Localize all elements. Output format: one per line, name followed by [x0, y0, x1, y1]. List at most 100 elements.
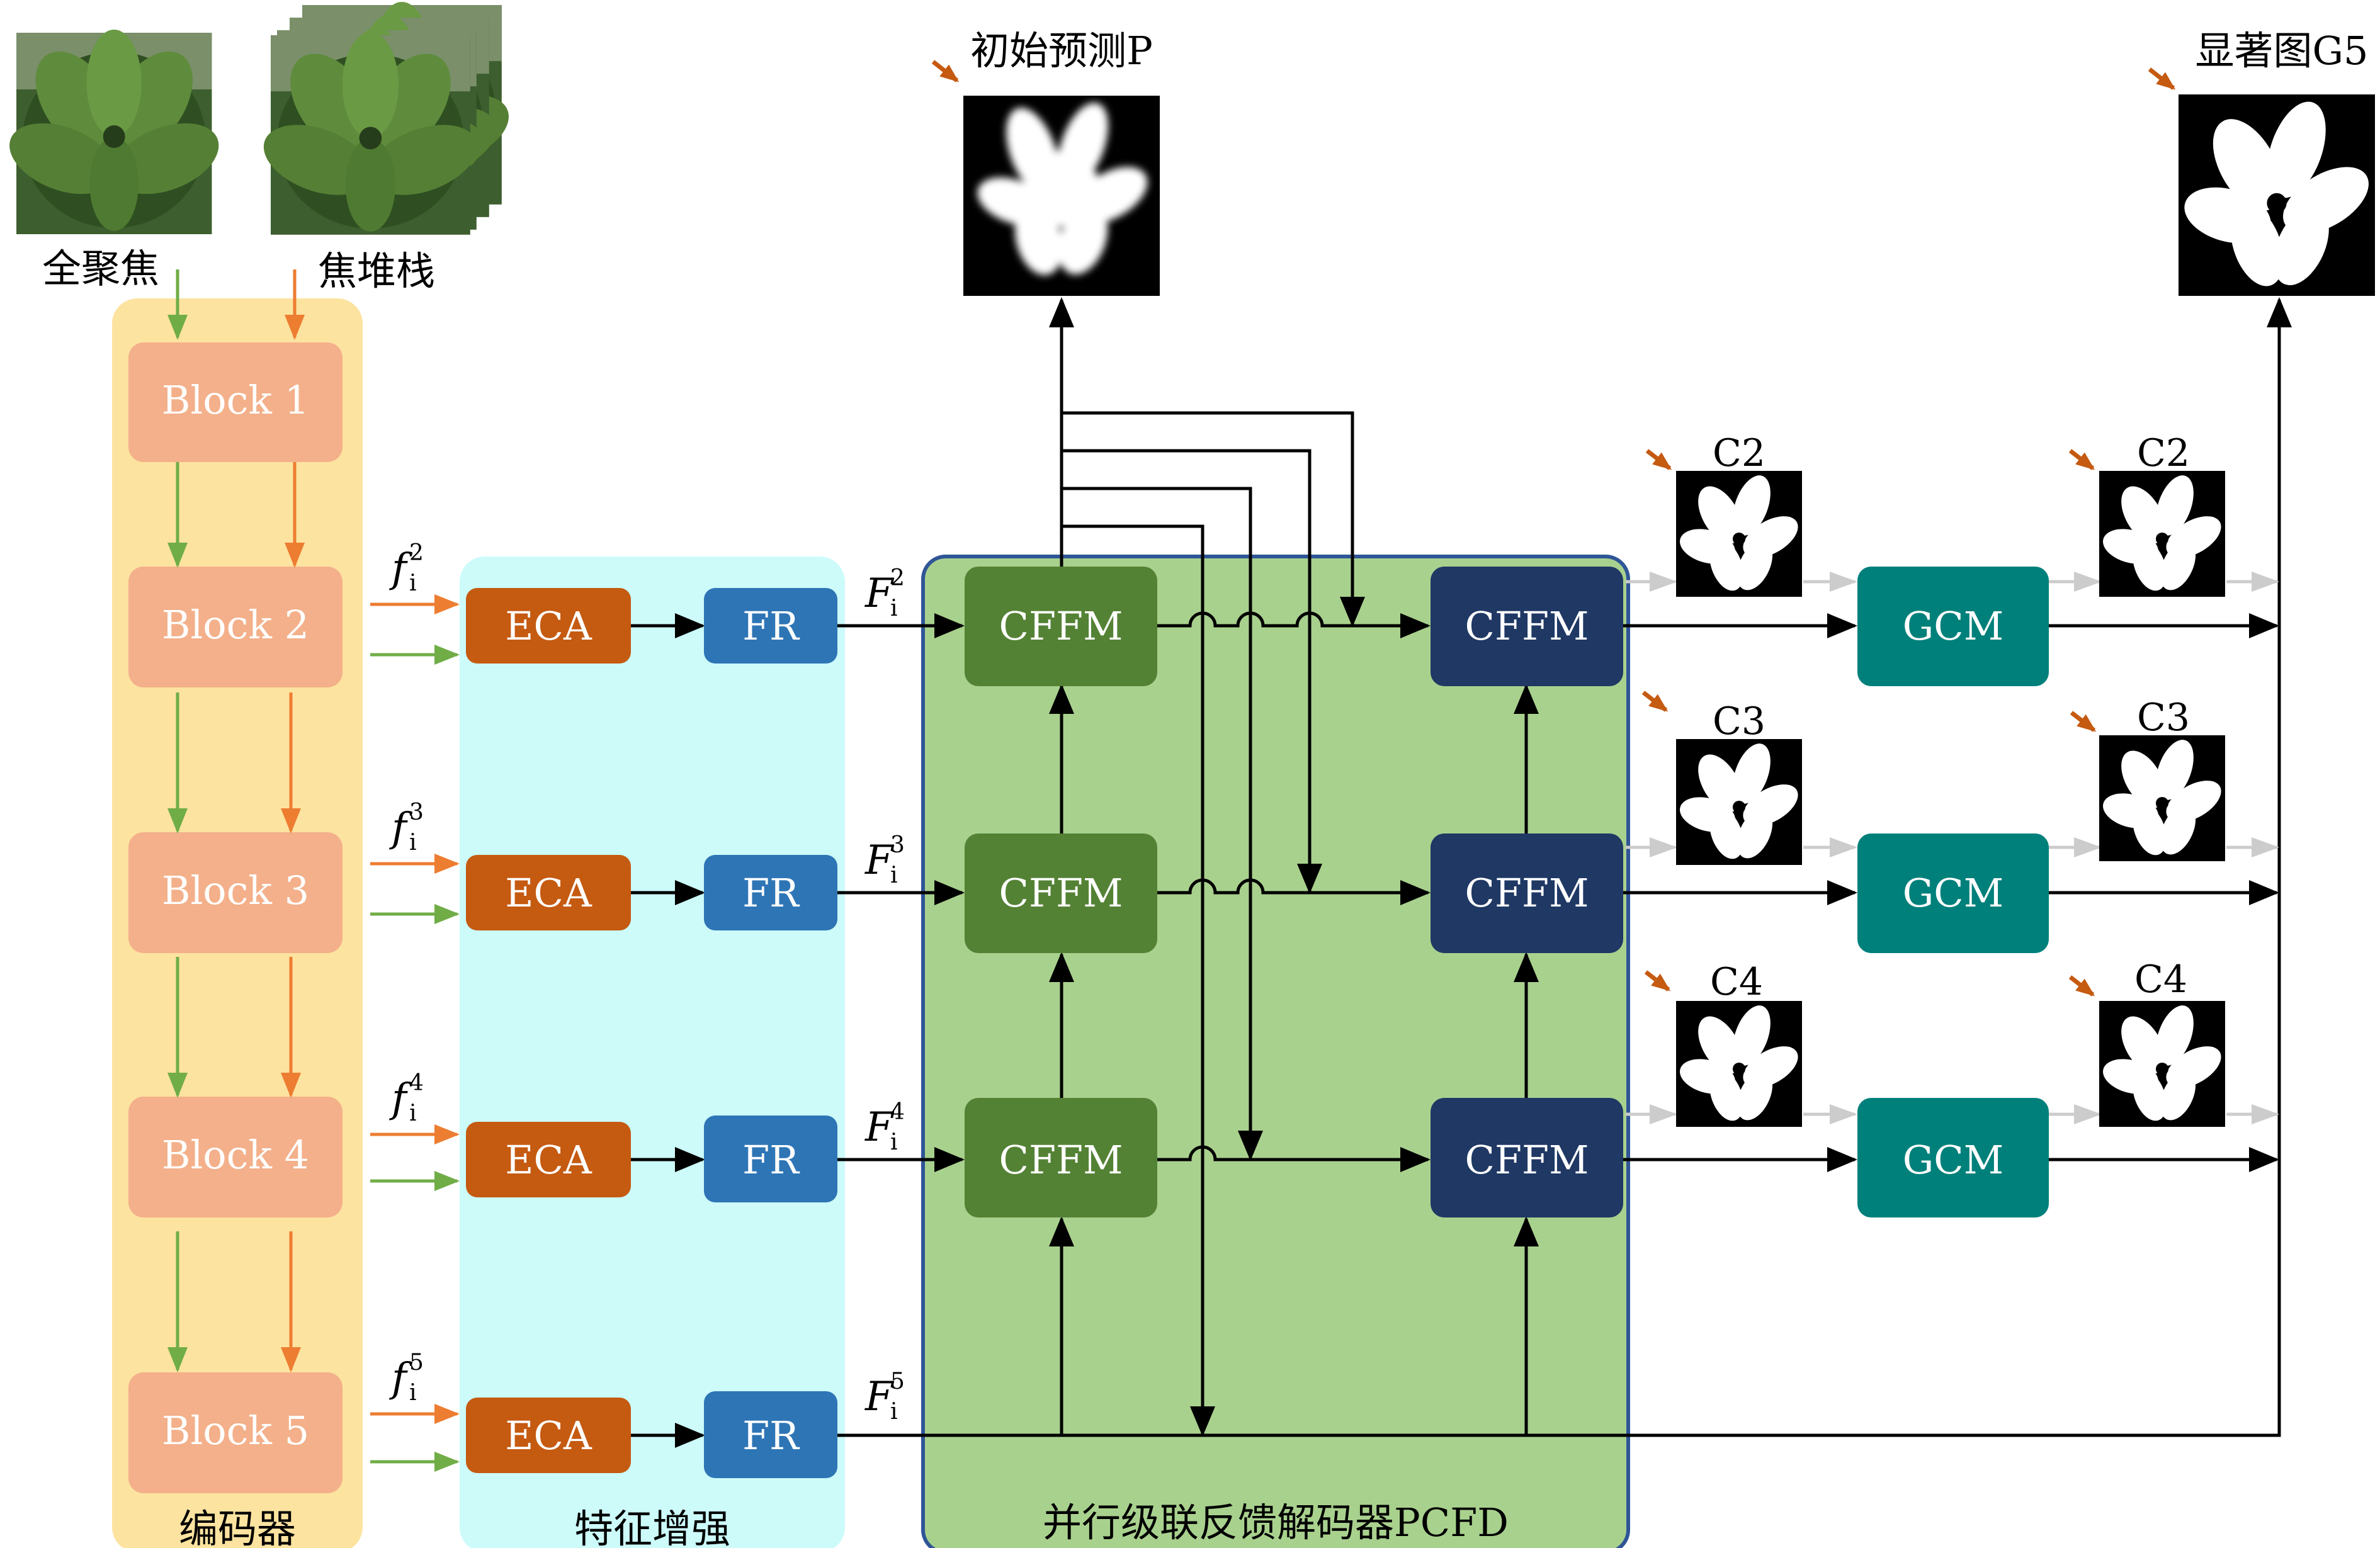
- f-label-2: f 2 i: [389, 540, 424, 596]
- F-sup: 3: [890, 832, 905, 858]
- encoder-block-label: Block 3: [162, 867, 309, 913]
- eca-fr-row-4: ECA FR: [466, 1116, 837, 1202]
- c-label: C3: [1713, 699, 1765, 743]
- pointer-arrow: [1644, 970, 1671, 992]
- F-sup: 2: [890, 565, 905, 591]
- f-sup: 4: [409, 1070, 424, 1096]
- cffm-label: CFFM: [999, 603, 1123, 649]
- final-saliency-image: [2178, 93, 2380, 296]
- focal-stack-label: 焦堆栈: [318, 248, 435, 294]
- all-in-focus-label: 全聚焦: [42, 246, 159, 291]
- fr-box: [704, 588, 837, 664]
- cffm-left-4: CFFM: [965, 1098, 1157, 1217]
- encoder-block-label: Block 2: [162, 602, 309, 648]
- eca-label: ECA: [505, 603, 592, 649]
- F-sub: i: [890, 862, 898, 888]
- fr-label: FR: [742, 870, 800, 916]
- eca-box: [466, 588, 631, 664]
- fr-label: FR: [742, 1413, 800, 1459]
- encoder-block-label: Block 1: [162, 377, 309, 423]
- encoder-block-label: Block 5: [162, 1408, 309, 1454]
- f-sup: 5: [409, 1350, 424, 1376]
- F-sup: 4: [890, 1099, 905, 1125]
- F-label-2: F 2 i: [864, 565, 905, 621]
- cffm-left-2: CFFM: [965, 567, 1157, 686]
- F-sup: 5: [890, 1369, 905, 1394]
- saliency-map-c2-right: C2: [2068, 431, 2228, 597]
- saliency-map-c4-left: C4: [1644, 960, 1805, 1127]
- f-label-3: f 3 i: [389, 799, 424, 856]
- c-label: C2: [1713, 431, 1765, 475]
- saliency-map-c2-left: C2: [1645, 431, 1805, 597]
- eca-fr-row-5: ECA FR: [466, 1391, 837, 1478]
- F-base: F: [864, 1104, 895, 1151]
- encoder-arrows: [167, 462, 305, 1372]
- fr-label: FR: [742, 1137, 800, 1183]
- f-label-4: f 4 i: [389, 1070, 424, 1126]
- encoder-block-3: Block 3: [128, 832, 343, 953]
- encoder-title: 编码器: [179, 1506, 296, 1548]
- f-label-5: f 5 i: [389, 1350, 424, 1406]
- pointer-arrow: [2068, 975, 2095, 997]
- fr-box: [704, 1391, 837, 1478]
- f-sup: 2: [409, 540, 424, 566]
- cffm-left-3: CFFM: [965, 833, 1157, 953]
- pointer-arrow: [2068, 449, 2095, 470]
- f-sub: i: [409, 1100, 417, 1126]
- F-sub: i: [890, 596, 898, 621]
- encoder-block-1: Block 1: [128, 342, 343, 462]
- all-in-focus-image: [0, 30, 229, 234]
- saliency-map-c3-right: C3: [2070, 696, 2228, 861]
- saliency-map-c4-right: C4: [2068, 958, 2228, 1127]
- F-base: F: [864, 570, 895, 617]
- decoder-region: [921, 555, 1630, 1548]
- F-base: F: [864, 837, 895, 884]
- eca-label: ECA: [505, 1413, 592, 1459]
- gcm-label: GCM: [1903, 870, 2003, 916]
- fr-to-cffm-arrows: [837, 613, 965, 1172]
- cffm-right-2: CFFM: [1431, 567, 1623, 686]
- eca-fr-row-3: ECA FR: [466, 855, 837, 930]
- c-label: C4: [2134, 958, 2187, 1002]
- c-label: C4: [1710, 960, 1763, 1004]
- cffm-label: CFFM: [999, 1137, 1123, 1183]
- gcm-to-output-arrows: [2049, 613, 2279, 1172]
- cffm-right-4: CFFM: [1431, 1098, 1623, 1217]
- F-label-4: F 4 i: [864, 1099, 905, 1155]
- fr-label: FR: [742, 603, 800, 649]
- eca-box: [466, 1122, 631, 1197]
- c-label: C2: [2137, 431, 2190, 475]
- gcm-block-2: GCM: [1857, 567, 2049, 686]
- cffm-label: CFFM: [1465, 1137, 1589, 1183]
- final-saliency-label: 显著图G5: [2196, 28, 2369, 74]
- pointer-arrow: [931, 60, 960, 82]
- horizontal-cffm-links: [1157, 611, 1431, 1172]
- f-sub: i: [409, 570, 417, 596]
- eca-fr-row-2: ECA FR: [466, 588, 837, 664]
- initial-prediction-image: [963, 96, 1160, 296]
- eca-box: [466, 855, 631, 930]
- pointer-arrow: [1645, 449, 1672, 470]
- eca-box: [466, 1398, 631, 1473]
- pointer-arrow: [2148, 67, 2176, 90]
- cffm-label: CFFM: [999, 870, 1123, 916]
- F-label-5: F 5 i: [864, 1369, 905, 1425]
- cffm-label: CFFM: [1465, 870, 1589, 916]
- encoder-block-5: Block 5: [128, 1372, 343, 1493]
- pointer-arrow: [2070, 711, 2097, 732]
- decoder-title: 并行级联反馈解码器PCFD: [1043, 1500, 1509, 1545]
- f-sub: i: [409, 830, 417, 856]
- enhance-region: [460, 556, 845, 1548]
- f-sup: 3: [409, 799, 424, 825]
- F-sub: i: [890, 1399, 898, 1425]
- focal-stack-images: [254, 2, 519, 235]
- saliency-map-c3-left: C3: [1641, 691, 1805, 865]
- fr-box: [704, 1116, 837, 1202]
- feedback-lines: [1062, 411, 1365, 1437]
- f5-long-path: [837, 297, 2292, 1437]
- f-sub: i: [409, 1380, 417, 1406]
- eca-label: ECA: [505, 1137, 592, 1183]
- initial-prediction-label: 初始预测P: [970, 28, 1153, 74]
